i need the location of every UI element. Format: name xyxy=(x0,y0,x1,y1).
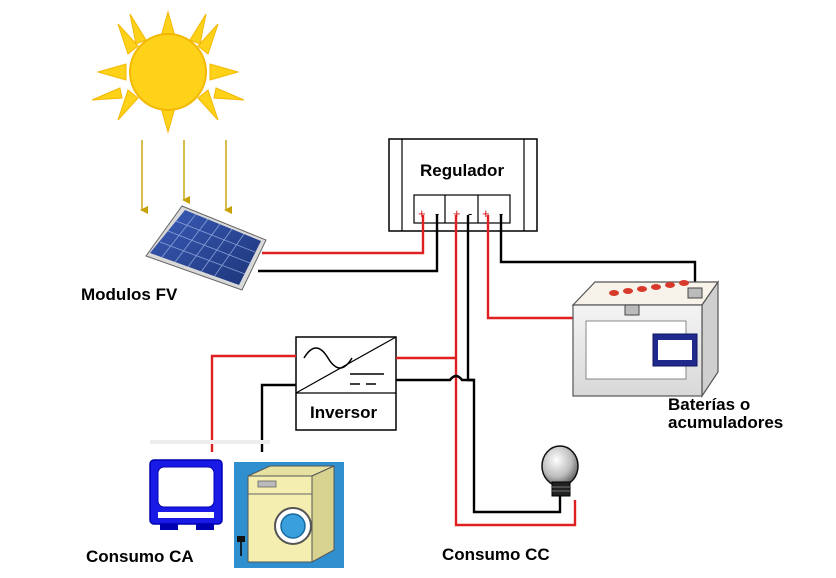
washing-machine-icon xyxy=(234,462,344,568)
ac-load-label: Consumo CA xyxy=(86,547,194,566)
battery-label-line1: Baterías o xyxy=(668,395,751,414)
battery-icon xyxy=(571,280,720,398)
terminal-battery-minus: - xyxy=(499,206,504,221)
regulator-box xyxy=(388,138,538,232)
floor-shadow xyxy=(150,440,270,444)
panel-label: Modulos FV xyxy=(81,285,178,304)
light-bulb-icon xyxy=(541,445,579,497)
inverter-label: Inversor xyxy=(310,403,378,422)
sun-icon xyxy=(91,10,245,134)
dc-load-label: Consumo CC xyxy=(442,545,550,564)
battery-label-line2: acumuladores xyxy=(668,413,784,432)
terminal-battery-plus: + xyxy=(482,206,490,221)
solar-panel-icon xyxy=(145,205,267,291)
terminal-panel-minus: - xyxy=(435,206,440,221)
tv-icon xyxy=(149,459,223,530)
inverter-box xyxy=(295,336,397,431)
negative-wires xyxy=(258,215,697,514)
terminal-load-plus: + xyxy=(453,206,461,221)
regulator-label: Regulador xyxy=(420,161,505,180)
sunlight-arrows xyxy=(140,140,232,214)
terminal-load-minus: - xyxy=(468,206,473,221)
terminal-panel-plus: + xyxy=(418,206,426,221)
